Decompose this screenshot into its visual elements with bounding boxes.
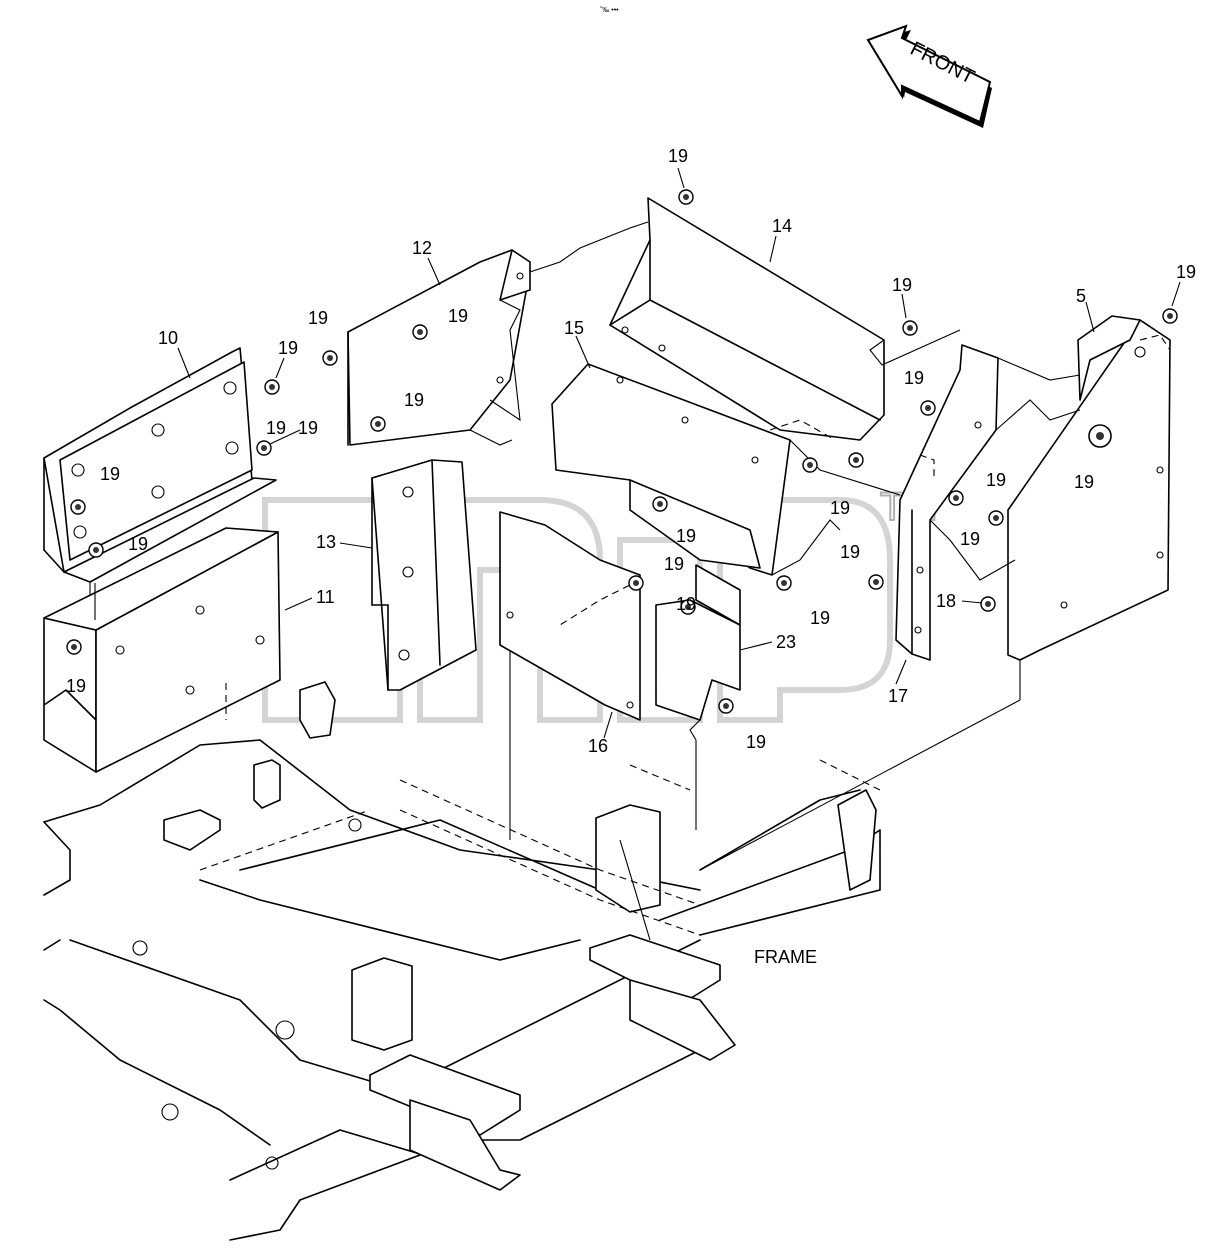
callout-bolt-19: 19: [1074, 472, 1094, 492]
callout-part-13: 13: [316, 532, 336, 552]
frame-label: FRAME: [754, 947, 817, 967]
callout-part-17: 17: [888, 686, 908, 706]
bolt-icon: [66, 189, 1178, 714]
callout-bolt-19: 19: [840, 542, 860, 562]
callout-bolt-19: 19: [308, 308, 328, 328]
callout-bolt-19: 19: [1176, 262, 1196, 282]
callout-bolt-19: 19: [100, 464, 120, 484]
callout-bolt-19: 19: [128, 534, 148, 554]
callout-bolt-19: 19: [746, 732, 766, 752]
callout-bolt-19: 19: [676, 526, 696, 546]
callout-bolt-19: 19: [448, 306, 468, 326]
callout-bolt-19: 19: [892, 275, 912, 295]
part-10-panel: [43, 347, 277, 600]
callout-bolt-19: 19: [66, 676, 86, 696]
callout-part-16: 16: [588, 736, 608, 756]
callout-part-10: 10: [158, 328, 178, 348]
part-23-panel: [655, 564, 741, 721]
callout-bolt-19: 19: [676, 594, 696, 614]
part-12-panel: [347, 249, 531, 446]
callout-bolt-19: 19: [278, 338, 298, 358]
part-16-panel: [499, 511, 641, 721]
assembly-leader-lines: [94, 221, 1171, 941]
callout-part-18: 18: [936, 591, 956, 611]
part-17-panel: [895, 344, 999, 661]
callout-part-5: 5: [1076, 286, 1086, 306]
callout-part-12: 12: [412, 238, 432, 258]
callout-bolt-19: 19: [298, 418, 318, 438]
callout-bolt-19: 19: [960, 529, 980, 549]
callout-bolt-19: 19: [830, 498, 850, 518]
callout-part-15: 15: [564, 318, 584, 338]
callout-bolt-19: 19: [668, 146, 688, 166]
part-5-panel: [1007, 315, 1171, 661]
callout-labels: 10 11 12 13 14 15 16 17 18 5 23 19 19 19…: [66, 146, 1196, 967]
callout-part-11: 11: [316, 587, 335, 607]
callout-bolt-19: 19: [664, 554, 684, 574]
part-11-panel: [43, 527, 281, 773]
callout-bolt-19: 19: [810, 608, 830, 628]
callout-bolt-19: 19: [266, 418, 286, 438]
callout-bolt-19: 19: [904, 368, 924, 388]
callout-bolt-19: 19: [404, 390, 424, 410]
part-14-panel: [609, 197, 885, 441]
callout-leaders: [177, 167, 1181, 739]
frame-structure: [43, 681, 881, 1241]
callout-part-14: 14: [772, 216, 792, 236]
callout-part-23: 23: [776, 632, 796, 652]
front-arrow-icon: FRONT: [866, 24, 992, 128]
header-mark: ˜‰ •••: [599, 7, 619, 14]
part-13-panel: [371, 459, 477, 691]
callout-bolt-19: 19: [986, 470, 1006, 490]
